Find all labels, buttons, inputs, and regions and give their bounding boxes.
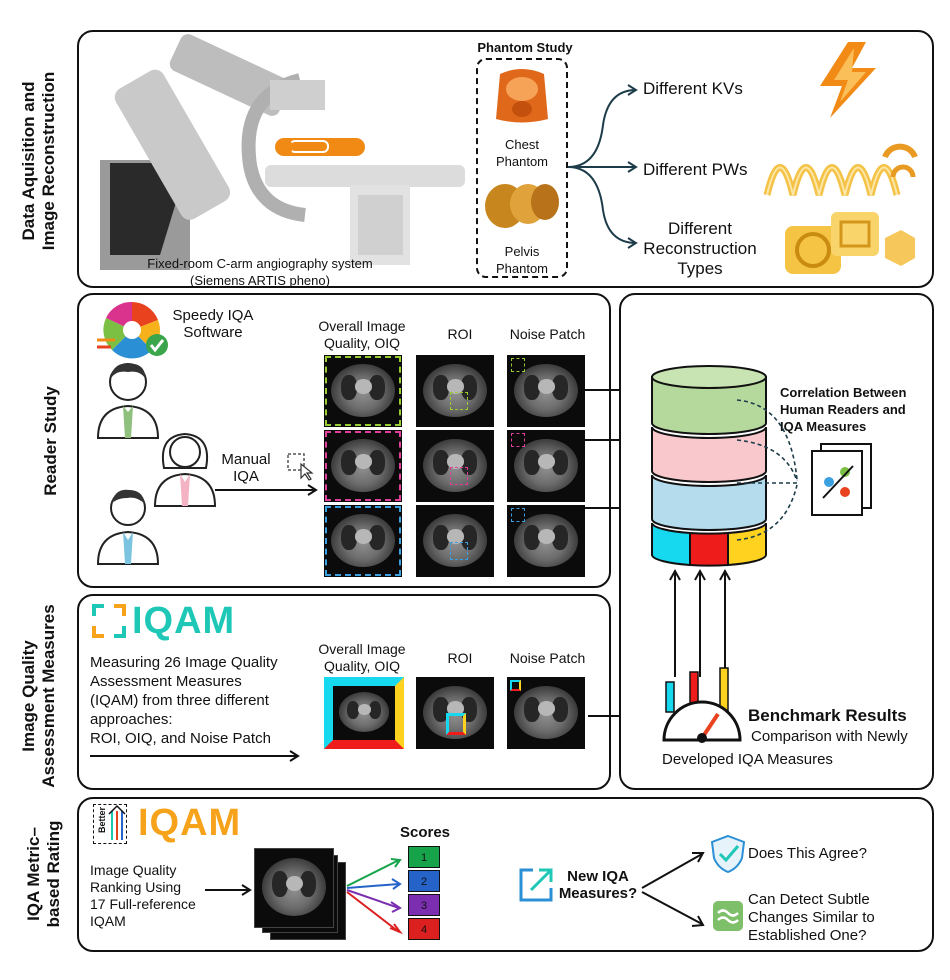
- iqam-logo-text: IQAM: [132, 600, 236, 642]
- database-cylinder-icon: [651, 365, 767, 567]
- iqam-roi-image: [416, 677, 494, 749]
- score-cell-2: 2: [408, 870, 440, 892]
- ct-image-roi-1: [416, 355, 494, 427]
- ct-image-oiq-2: [324, 430, 402, 502]
- reader-col-roi: ROI: [447, 326, 473, 342]
- reader-person-icon: [96, 363, 160, 439]
- speedy-iqa-label: Speedy IQA Software: [172, 307, 254, 341]
- reader-study-label: Reader Study: [41, 386, 60, 496]
- reader-col-oiq: Overall Image Quality, OIQ: [318, 318, 406, 351]
- noise-marker: [511, 433, 525, 447]
- noise-marker: [511, 508, 525, 522]
- chest-phantom-label: Chest Phantom: [495, 137, 549, 169]
- better-label: Better: [97, 807, 107, 834]
- variation-kv: Different KVs: [643, 79, 743, 98]
- iqam-roi-marker: [446, 713, 466, 735]
- ct-image-noise-1: [507, 355, 585, 427]
- iqam-col-roi: ROI: [447, 650, 473, 666]
- roi-marker: [450, 467, 468, 485]
- scores-title: Scores: [399, 824, 451, 841]
- rating-logo-text: IQAM: [138, 802, 242, 844]
- iqam-description: Measuring 26 Image Quality Assessment Me…: [90, 654, 278, 747]
- score-cell-3: 3: [408, 894, 440, 916]
- pulse-wave-icon: [763, 143, 918, 196]
- correlation-title: Correlation Between Human Readers and IQ…: [780, 385, 907, 434]
- lightning-icon: [820, 42, 876, 118]
- iqam-col-oiq: Overall Image Quality, OIQ: [318, 641, 406, 674]
- selection-cursor-icon: [287, 453, 314, 481]
- iqam-logo-bracket-icon: [92, 604, 126, 638]
- phantom-study-title: Phantom Study: [477, 40, 573, 55]
- benchmark-title: Benchmark Results: [748, 706, 907, 725]
- shield-check-icon: [710, 834, 746, 874]
- iqam-col-noise: Noise Patch: [509, 650, 586, 666]
- ranking-description: Image Quality Ranking Using 17 Full-refe…: [90, 862, 196, 929]
- pelvis-phantom-label: Pelvis Phantom: [495, 244, 549, 276]
- better-box: [93, 804, 127, 844]
- iqam-section-label: Image Quality Assessment Measures: [19, 604, 58, 788]
- acquisition-section-label: Data Aquisition and Image Reconstruction: [19, 71, 58, 251]
- reader-person-icon: [96, 489, 160, 565]
- manual-arrow: [215, 484, 318, 496]
- manual-iqa-label: Manual IQA: [221, 451, 271, 485]
- iqam-arrow: [90, 750, 300, 762]
- gauge-icon: [662, 667, 742, 743]
- iqam-noise-image: [507, 677, 585, 749]
- rating-section-label: IQA Metric– based Rating: [24, 820, 63, 928]
- ct-image-oiq-3: [324, 505, 402, 577]
- phantom-box: [476, 58, 568, 278]
- new-iqa-label: New IQA Measures?: [558, 868, 638, 902]
- branch-arrows: [567, 84, 638, 249]
- db-to-correlation-dashes: [736, 399, 798, 541]
- ct-image-noise-2: [507, 430, 585, 502]
- iqam-oiq-image: [324, 677, 404, 749]
- score-arrows: [346, 858, 403, 935]
- ct-image-noise-3: [507, 505, 585, 577]
- ct-image-oiq-1: [324, 355, 402, 427]
- ranking-arrow: [205, 884, 252, 896]
- pelvis-phantom-icon: [485, 184, 559, 228]
- roi-marker: [450, 392, 468, 410]
- ct-image-roi-2: [416, 430, 494, 502]
- speedy-iqa-logo-icon: [97, 301, 168, 359]
- ct-image-roi-3: [416, 505, 494, 577]
- benchmark-line2: Developed IQA Measures: [662, 751, 833, 768]
- c-arm-scanner-icon: [100, 34, 465, 270]
- external-link-icon: [519, 868, 553, 902]
- noise-marker: [511, 358, 525, 372]
- wave-icon: [713, 901, 743, 931]
- detect-question: Can Detect Subtle Changes Similar to Est…: [748, 891, 875, 944]
- system-caption: Fixed-room C-arm angiography system (Sie…: [147, 256, 373, 288]
- score-cell-4: 4: [408, 918, 440, 940]
- reader-col-noise: Noise Patch: [509, 326, 586, 342]
- new-iqa-arrows: [641, 852, 705, 927]
- rating-panel: [77, 797, 934, 952]
- chest-phantom-icon: [496, 69, 548, 123]
- better-arrows-icon: [108, 804, 126, 840]
- stack-image-front: [254, 848, 334, 928]
- roi-marker: [450, 542, 468, 560]
- reconstruction-chip-icon: [785, 212, 915, 274]
- gauge-to-db-arrows: [669, 568, 731, 677]
- iqam-noise-marker: [510, 680, 521, 691]
- reader-person-icon: [153, 432, 217, 507]
- benchmark-line1: Comparison with Newly: [751, 728, 908, 745]
- agree-question: Does This Agree?: [748, 845, 867, 862]
- variation-pw: Different PWs: [643, 160, 748, 179]
- correlation-document-icon: [811, 443, 872, 516]
- variation-reconstruction: Different Reconstruction Types: [643, 219, 757, 278]
- score-cell-1: 1: [408, 846, 440, 868]
